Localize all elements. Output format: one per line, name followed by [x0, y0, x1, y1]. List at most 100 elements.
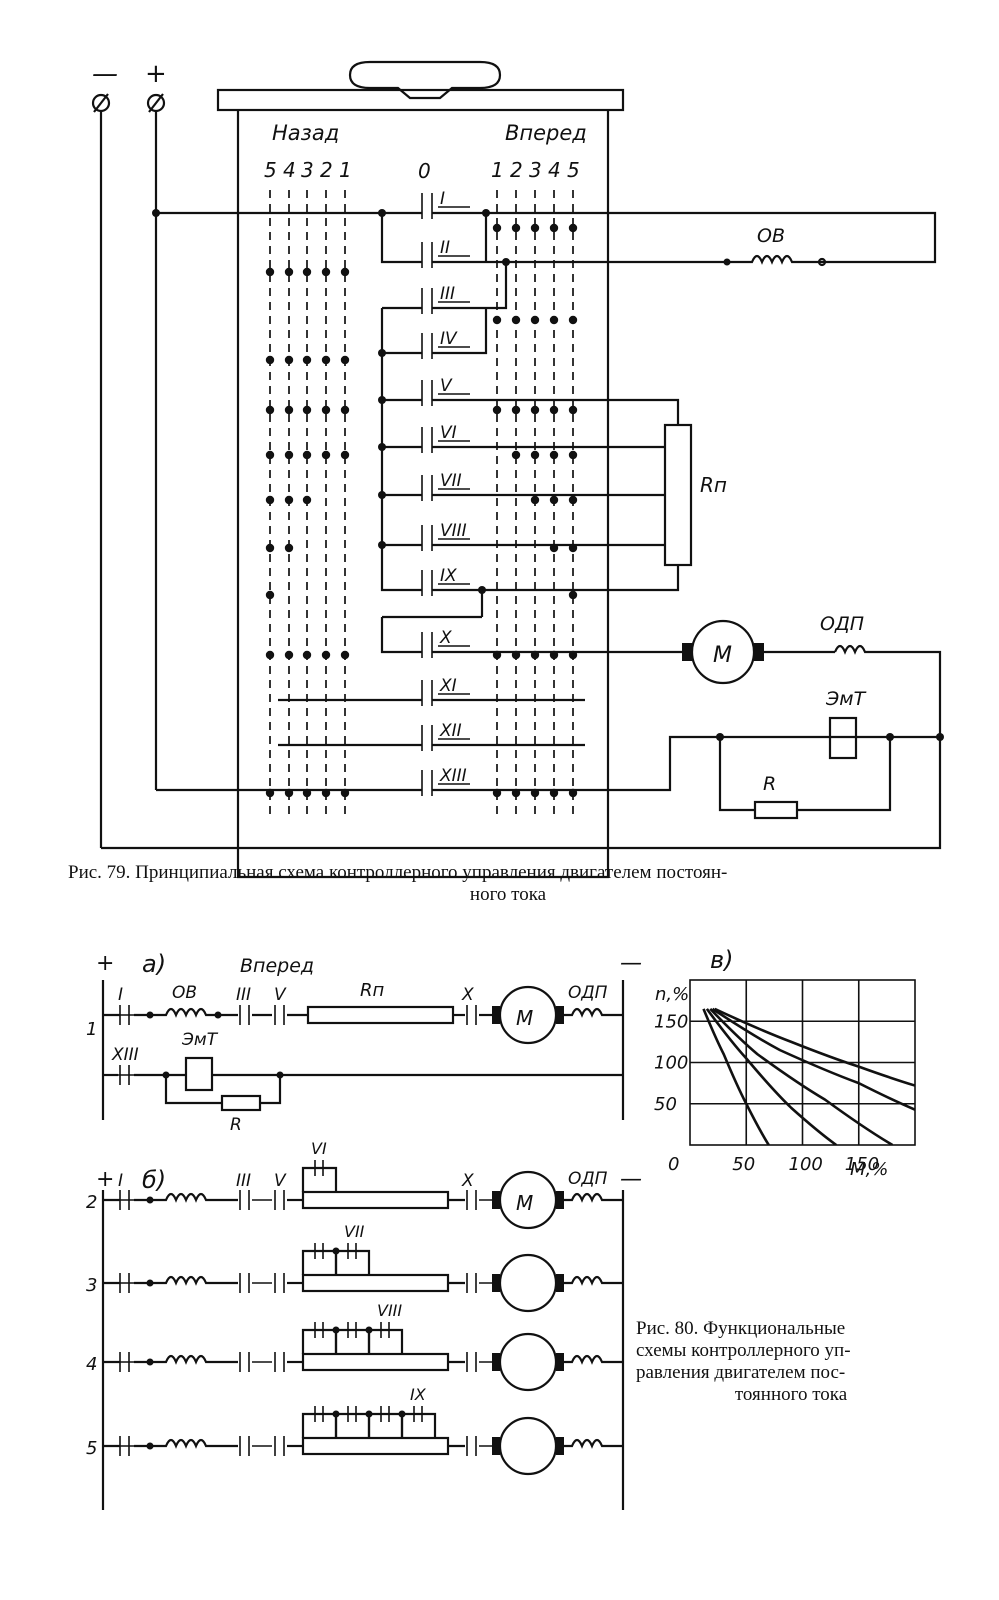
circuit-row-3: VII 3	[86, 1222, 623, 1313]
drum-dot-forward-7-3	[549, 543, 559, 553]
contact-finger-3	[421, 288, 433, 314]
drum-dot-forward-5-2	[530, 450, 540, 460]
contact-label-2: II	[440, 238, 450, 258]
position-back-3: 3	[301, 158, 314, 182]
drum-dot-back-3-3	[321, 355, 331, 365]
start-resistor	[663, 423, 693, 567]
drum-dot-back-3-2	[302, 355, 312, 365]
drum-dot-back-5-4	[340, 450, 350, 460]
drum-dot-forward-9-0	[492, 650, 502, 660]
panel-a-label: а)	[142, 950, 166, 978]
drum-dot-forward-6-2	[530, 495, 540, 505]
chart-y-label: n,%	[655, 984, 689, 1005]
row1-contact-x: X	[461, 985, 474, 1005]
drum-dot-back-10-1	[284, 788, 294, 798]
label-resistor-r: R	[763, 773, 776, 795]
row1-field-label: ОВ	[172, 983, 197, 1003]
drum-dot-forward-7-4	[568, 543, 578, 553]
x-tick-150: 150	[845, 1154, 879, 1175]
drum-dot-back-4-4	[340, 405, 350, 415]
drum-dot-back-10-4	[340, 788, 350, 798]
position-back-4: 4	[283, 158, 296, 182]
fig80-minus: —	[620, 951, 642, 976]
row-number-3: 3	[86, 1275, 97, 1296]
row-number-1: 1	[86, 1019, 97, 1040]
fig79-caption: Рис. 79. Принципиальная схема контроллер…	[68, 862, 948, 906]
contact-finger-7	[421, 475, 433, 501]
row1-r-label: R	[230, 1115, 242, 1135]
drum-dot-forward-5-1	[511, 450, 521, 460]
drum-dot-back-3-1	[284, 355, 294, 365]
drum-dot-back-1-0	[265, 267, 275, 277]
position-back-2: 2	[320, 158, 333, 182]
drum-dot-back-9-2	[302, 650, 312, 660]
drum-dot-back-9-0	[265, 650, 275, 660]
drum-dot-back-9-3	[321, 650, 331, 660]
drum-dot-back-5-0	[265, 450, 275, 460]
drum-dot-forward-2-4	[568, 315, 578, 325]
drum-dot-back-7-0	[265, 543, 275, 553]
row3-shorting-contact-label: VII	[344, 1222, 365, 1241]
drum-dot-forward-2-0	[492, 315, 502, 325]
drum-dot-back-6-1	[284, 495, 294, 505]
chart-series-1	[702, 1008, 770, 1145]
contact-label-8: VIII	[440, 521, 467, 541]
drum-dot-back-4-2	[302, 405, 312, 415]
drum-dot-back-1-4	[340, 267, 350, 277]
drum-dot-back-8-0	[265, 590, 275, 600]
drum-dot-forward-9-4	[568, 650, 578, 660]
row2-motor-label: М	[516, 1191, 533, 1215]
fig80-plus: +	[96, 951, 114, 976]
position-back-5: 5	[264, 158, 277, 182]
drum-dot-forward-9-2	[530, 650, 540, 660]
drum-dot-forward-4-1	[511, 405, 521, 415]
contact-label-1: I	[440, 189, 445, 209]
contact-finger-4	[421, 333, 433, 359]
contact-finger-1	[421, 193, 433, 219]
row2-shorting-contact-label: VI	[311, 1139, 327, 1158]
contact-label-11: XI	[439, 676, 457, 696]
row4-shorting-contact-label: VIII	[377, 1301, 402, 1320]
fig80-minus-b: —	[620, 1167, 642, 1192]
row1-contact-xiii: XIII	[111, 1045, 139, 1065]
drum-dot-forward-0-3	[549, 223, 559, 233]
position-forward-1: 1	[491, 158, 504, 182]
drum-dot-forward-4-2	[530, 405, 540, 415]
label-back: Назад	[272, 121, 339, 145]
drum-dot-back-6-2	[302, 495, 312, 505]
controller-handle	[348, 60, 502, 100]
y-tick-150: 150	[654, 1011, 688, 1032]
label-start-resistor: Rп	[700, 473, 727, 497]
panel-c-label: в)	[710, 946, 734, 974]
x-tick-50: 50	[732, 1154, 755, 1175]
position-forward-4: 4	[548, 158, 561, 182]
drum-dot-back-4-0	[265, 405, 275, 415]
label-zero: 0	[418, 159, 431, 183]
contact-label-9: IX	[440, 566, 457, 586]
row1-contact-v: V	[274, 985, 287, 1005]
position-forward-5: 5	[567, 158, 580, 182]
controller-top-plate	[216, 88, 625, 112]
brake-magnet	[828, 716, 858, 760]
fig80-caption-line4: тоянного тока	[734, 1384, 848, 1405]
drum-dot-forward-2-2	[530, 315, 540, 325]
contact-finger-5	[421, 380, 433, 406]
drum-columns	[269, 190, 574, 820]
drum-dot-back-5-3	[321, 450, 331, 460]
drum-dot-back-4-1	[284, 405, 294, 415]
y-tick-100: 100	[654, 1053, 688, 1074]
drum-dot-back-5-1	[284, 450, 294, 460]
terminal-minus-label: —	[92, 59, 118, 89]
position-forward-2: 2	[510, 158, 523, 182]
terminal-plus-label: +	[145, 59, 167, 89]
row1-odp-label: ОДП	[568, 983, 608, 1003]
drum-dot-forward-0-4	[568, 223, 578, 233]
commutation-winding	[833, 644, 870, 655]
drum-dot-forward-4-0	[492, 405, 502, 415]
